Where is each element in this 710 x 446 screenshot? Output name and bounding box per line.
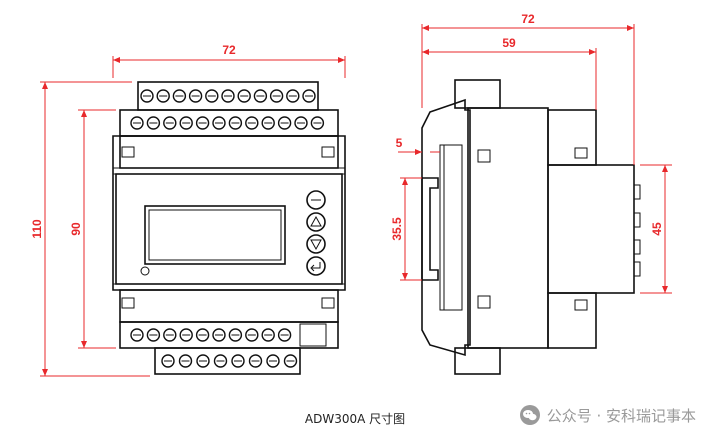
terminal-screw xyxy=(302,89,316,103)
terminal-screw xyxy=(188,89,203,103)
dim-side-body-depth: 59 xyxy=(502,36,516,50)
terminal-screw xyxy=(221,89,235,103)
terminal-screw xyxy=(294,116,308,130)
terminal-screw xyxy=(146,328,161,342)
terminal-screw xyxy=(163,328,177,342)
terminal-screw xyxy=(266,354,280,368)
terminal-screw xyxy=(140,89,154,103)
terminal-screw xyxy=(245,116,259,130)
up-button xyxy=(306,212,326,232)
dim-side-total-depth: 72 xyxy=(521,12,535,26)
terminal-screw xyxy=(245,328,259,342)
display-panel xyxy=(115,173,343,285)
terminal-screw xyxy=(248,354,263,368)
dim-rail-height-side: 35.5 xyxy=(390,217,404,241)
terminal-screw xyxy=(161,354,175,368)
terminal-screw xyxy=(179,116,193,130)
terminal-screw xyxy=(283,354,298,368)
terminal-screw xyxy=(261,328,275,342)
terminal-screw xyxy=(130,116,144,130)
terminal-screw xyxy=(196,354,210,368)
dim-front-width: 72 xyxy=(222,43,236,57)
front-view xyxy=(112,81,346,375)
terminal-screw xyxy=(237,89,251,103)
terminal-screw xyxy=(231,354,245,368)
side-dimensions: 72 59 5 35.5 45 xyxy=(390,12,672,294)
terminal-screw xyxy=(156,89,170,103)
side-view xyxy=(421,79,641,375)
front-buttons xyxy=(306,190,326,276)
terminal-screw xyxy=(286,89,300,103)
lcd-screen xyxy=(144,205,286,265)
din-clip xyxy=(421,177,439,281)
bottom-terminal-block xyxy=(154,347,301,375)
comm-port xyxy=(299,323,327,347)
terminal-screw xyxy=(228,328,243,342)
terminal-screw xyxy=(310,116,325,130)
terminal-screw xyxy=(277,328,292,342)
lower-band xyxy=(119,289,339,323)
side-main-body xyxy=(467,107,549,349)
dim-rail-height: 90 xyxy=(69,222,83,236)
terminal-screw xyxy=(178,354,193,368)
front-housing xyxy=(112,135,346,291)
terminal-screw xyxy=(269,89,284,103)
terminal-screw xyxy=(146,116,161,130)
terminal-screw xyxy=(130,328,144,342)
side-top-terminal xyxy=(454,79,501,109)
status-led xyxy=(140,266,150,276)
wechat-icon xyxy=(519,405,540,425)
menu-button xyxy=(306,190,326,210)
watermark-text: 公众号 · 安科瑞记事本 xyxy=(546,406,696,425)
terminal-screw xyxy=(212,328,226,342)
terminal-screw xyxy=(228,116,243,130)
side-upper-terminal xyxy=(547,109,597,166)
front-dimensions: 72 110 90 xyxy=(30,43,346,377)
dim-rail-offset: 5 xyxy=(396,136,403,150)
terminal-screw xyxy=(277,116,292,130)
dim-front-panel-height: 45 xyxy=(650,222,664,236)
figure-caption: ADW300A 尺寸图 xyxy=(304,412,406,426)
side-lower-terminal xyxy=(547,292,597,349)
terminal-screw xyxy=(261,116,275,130)
terminal-screw xyxy=(212,116,226,130)
terminal-screw xyxy=(205,89,219,103)
terminal-screw xyxy=(195,116,210,130)
terminal-screw xyxy=(179,328,193,342)
terminal-screw xyxy=(213,354,228,368)
watermark: 公众号 · 安科瑞记事本 xyxy=(519,404,696,426)
upper-band xyxy=(119,135,339,169)
terminal-screw xyxy=(172,89,187,103)
side-front-panel xyxy=(547,164,635,294)
side-bottom-terminal xyxy=(454,347,501,375)
terminal-screw xyxy=(163,116,177,130)
terminal-screw xyxy=(195,328,210,342)
down-button xyxy=(306,234,326,254)
enter-button xyxy=(306,256,326,276)
dim-front-height: 110 xyxy=(30,219,44,239)
terminal-screw xyxy=(253,89,268,103)
